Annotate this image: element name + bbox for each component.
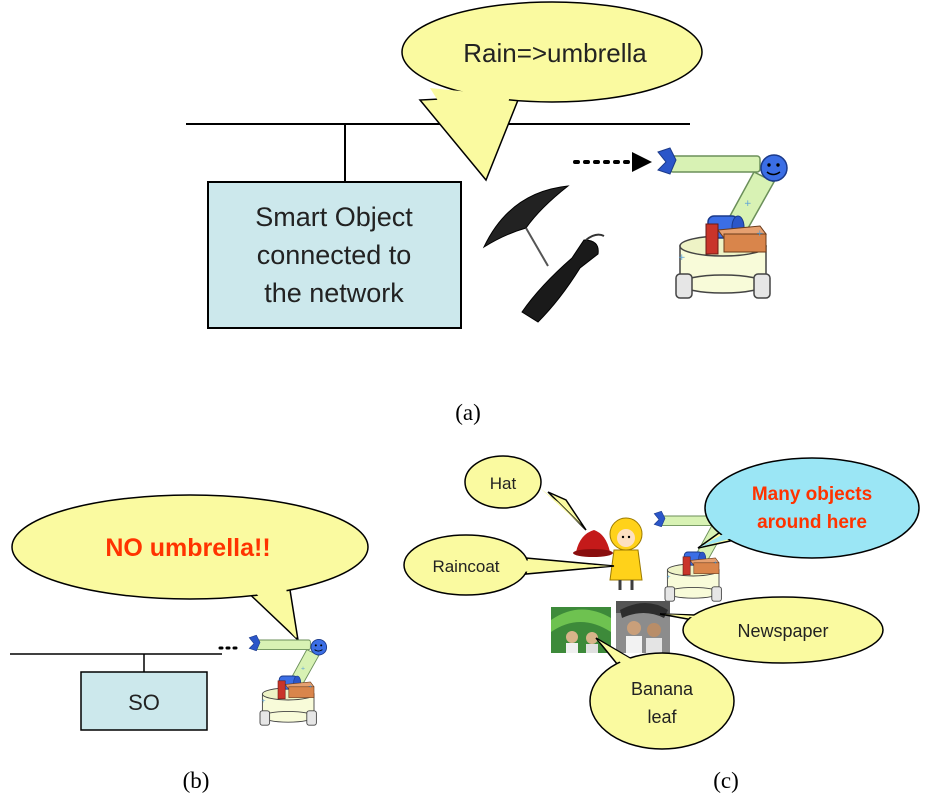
hat-text: Hat <box>490 474 517 493</box>
many-objects-speech-bubble: Many objects around here <box>697 457 920 559</box>
hat-speech-bubble: Hat <box>464 455 587 531</box>
no-umbrella-text: NO umbrella!! <box>105 534 270 562</box>
panel-a: Smart Object connected to the network Ra… <box>186 1 788 425</box>
rain-umbrella-speech-bubble: Rain=>umbrella <box>401 1 703 182</box>
many-objects-text-line1: Many objects <box>752 484 872 505</box>
banana-leaf-speech-bubble: Banana leaf <box>589 637 735 750</box>
raincoat-speech-bubble: Raincoat <box>403 534 615 596</box>
so-box: SO <box>80 671 208 731</box>
open-umbrella-icon <box>482 185 570 267</box>
closed-umbrella-icon <box>521 233 605 323</box>
caption-b: (b) <box>183 768 210 793</box>
raincoat-text: Raincoat <box>432 557 499 576</box>
panel-c: Hat Raincoat Many obj <box>403 455 920 793</box>
smart-object-label-line3: the network <box>264 278 404 308</box>
smart-object-label-line1: Smart Object <box>255 202 413 232</box>
banana-leaf-text-line2: leaf <box>647 707 677 727</box>
robot-icon <box>657 147 788 299</box>
many-objects-text-line2: around here <box>757 512 867 533</box>
so-box-label: SO <box>128 690 160 715</box>
newspaper-text: Newspaper <box>737 621 828 641</box>
banana-leaf-photo <box>551 607 611 653</box>
smart-object-label-line2: connected to <box>257 240 412 270</box>
hat-icon <box>573 530 613 557</box>
panel-b: SO NO umbrella!! (b) <box>10 494 369 793</box>
raincoat-person-icon <box>609 517 643 590</box>
newspaper-photo <box>616 601 670 653</box>
caption-c: (c) <box>713 768 739 793</box>
no-umbrella-speech-bubble: NO umbrella!! <box>11 494 369 643</box>
banana-leaf-text-line1: Banana <box>631 679 694 699</box>
newspaper-speech-bubble: Newspaper <box>659 596 884 664</box>
caption-a: (a) <box>455 400 481 425</box>
smart-object-box: Smart Object connected to the network <box>207 181 462 329</box>
robot-icon-b <box>248 634 328 726</box>
rain-umbrella-text: Rain=>umbrella <box>463 38 647 68</box>
